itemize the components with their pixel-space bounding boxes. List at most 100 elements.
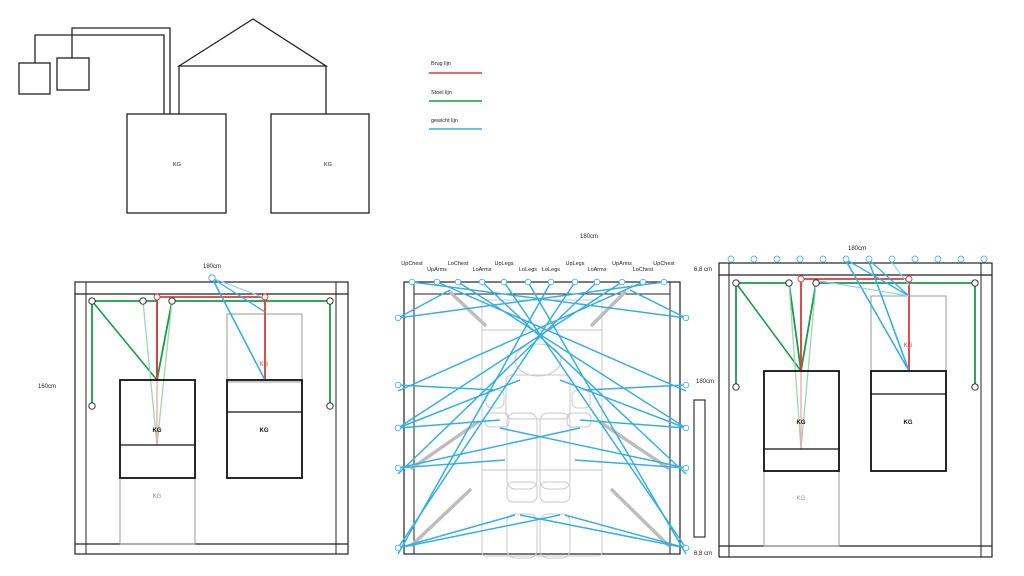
pulley-r-left-top [732, 279, 740, 287]
offset-bottom-label: 6,8 cm [694, 551, 712, 557]
gewicht-r-6 [888, 258, 910, 286]
grey-rods [410, 290, 670, 547]
top-pulley-8 [593, 278, 601, 286]
gewicht-cross-a [397, 379, 521, 429]
side-pulley-0 [394, 314, 402, 322]
frame-outer [74, 281, 349, 555]
side-pulley-3 [394, 464, 402, 472]
pulley-left-bottom [88, 402, 96, 410]
gewicht-right-line3 [574, 459, 687, 469]
ceiling-pulley-8 [911, 255, 919, 263]
gewicht-right-line2 [579, 419, 687, 429]
stoel-ghost-left [142, 300, 158, 446]
stoel-line-diag [91, 300, 158, 381]
top-pulley-10 [639, 278, 647, 286]
legend-brug-label: Brug lijn [431, 61, 451, 67]
top-label-lochest-l: LoChest [448, 261, 469, 267]
gewicht-right-line4 [564, 514, 687, 549]
overview-sketch [18, 18, 370, 214]
ceiling-pulley-6 [865, 255, 873, 263]
gewicht-r-3 [844, 258, 910, 297]
gewicht-cross-b [559, 379, 687, 429]
gewicht-cross-f [499, 427, 687, 469]
stoel-line-left [91, 300, 158, 406]
weight-r-left [763, 370, 840, 472]
gewicht-top-line-r5 [397, 281, 552, 555]
ceiling-pulley-11 [980, 255, 988, 263]
pulley-red-right [261, 293, 269, 301]
top-label-lolegs-r: LoLegs [542, 267, 560, 273]
side-pulley-7 [682, 424, 690, 432]
top-label-uplegs-r: UpLegs [566, 261, 585, 267]
ceiling-pulley-3 [796, 255, 804, 263]
ceiling-pulley-2 [773, 255, 781, 263]
top-label-uplegs-l: UpLegs [495, 261, 514, 267]
ceiling-pulley-7 [888, 255, 896, 263]
front-right-kg-light: KG [797, 496, 806, 502]
overview-box-2 [270, 113, 370, 214]
front-view-left [74, 274, 349, 555]
front-left-kg-right: KG [260, 428, 269, 434]
top-pulley-11 [660, 278, 668, 286]
side-pulley-4 [394, 544, 402, 552]
pulley-mid-a [139, 297, 147, 305]
frame-r-outer [718, 262, 993, 558]
gewicht-r-2 [867, 258, 910, 372]
pulley-r-right-top [971, 279, 979, 287]
top-label-lochest-r: LoChest [633, 267, 654, 273]
gewicht-r-5 [819, 280, 910, 297]
brug-line [156, 296, 266, 380]
top-view-gewicht-lines [397, 281, 687, 555]
top-label-loarms-l: LoArms [473, 267, 492, 273]
top-pulley-9 [618, 278, 626, 286]
legend-stoel-label: Stoel lijn [431, 90, 452, 96]
front-left-width-label: 180cm [203, 264, 221, 270]
ceiling-pulley-9 [934, 255, 942, 263]
stoel-r-diag [735, 282, 802, 372]
pulley-r-right-bottom [971, 383, 979, 391]
side-pulley-2 [394, 424, 402, 432]
pulley-r-red-right [905, 275, 913, 283]
gewicht-line-3 [211, 277, 266, 299]
length-scale-bar [693, 399, 706, 538]
front-right-kg-right: KG [904, 420, 913, 426]
gewicht-cross-d [519, 514, 687, 549]
stoel-r-ghost-b [800, 282, 817, 450]
pulley-blue [208, 274, 216, 282]
pulley-right-bottom [326, 402, 334, 410]
top-label-lolegs-l: LoLegs [519, 267, 537, 273]
top-label-uparms-r: UpArms [612, 261, 632, 267]
overview-box-1-label: KG [173, 162, 181, 168]
gewicht-left-line2 [397, 419, 501, 429]
gewicht-top-line-r4 [397, 281, 576, 549]
gewicht-top-line-l2 [457, 281, 687, 429]
ceiling-pulley-0 [727, 255, 735, 263]
pulley-right-top [326, 297, 334, 305]
legend: Brug lijn Stoel lijn gewicht lijn [429, 61, 482, 130]
ceiling-pulley-10 [957, 255, 965, 263]
pulley-r-mid-a [785, 279, 793, 287]
cable-left-box [34, 34, 165, 114]
top-pulley-4 [500, 278, 508, 286]
gewicht-r-1 [844, 258, 910, 372]
ceiling-pulley-5 [842, 255, 850, 263]
stoel-line-right [156, 300, 331, 406]
gewicht-cross-e [397, 427, 581, 469]
top-pulley-7 [571, 278, 579, 286]
gewicht-left-line3 [397, 459, 506, 469]
top-label-uparms-l: UpArms [427, 267, 447, 273]
pulley-r-red-left [797, 275, 805, 283]
top-view: 180cm [394, 234, 714, 559]
top-pulley-5 [524, 278, 532, 286]
side-pulley-6 [682, 381, 690, 389]
front-right-kg-heavy: KG [797, 420, 806, 426]
small-box-left [18, 62, 51, 95]
top-view-width-label: 180cm [580, 234, 598, 240]
overview-box-1 [126, 113, 227, 214]
front-left-kg-light: KG [153, 494, 162, 500]
ceiling-pulley-4 [819, 255, 827, 263]
pulley-left-top [88, 297, 96, 305]
ceiling-pulleys [727, 255, 988, 263]
offset-top-label: 6,8 cm [694, 267, 712, 273]
